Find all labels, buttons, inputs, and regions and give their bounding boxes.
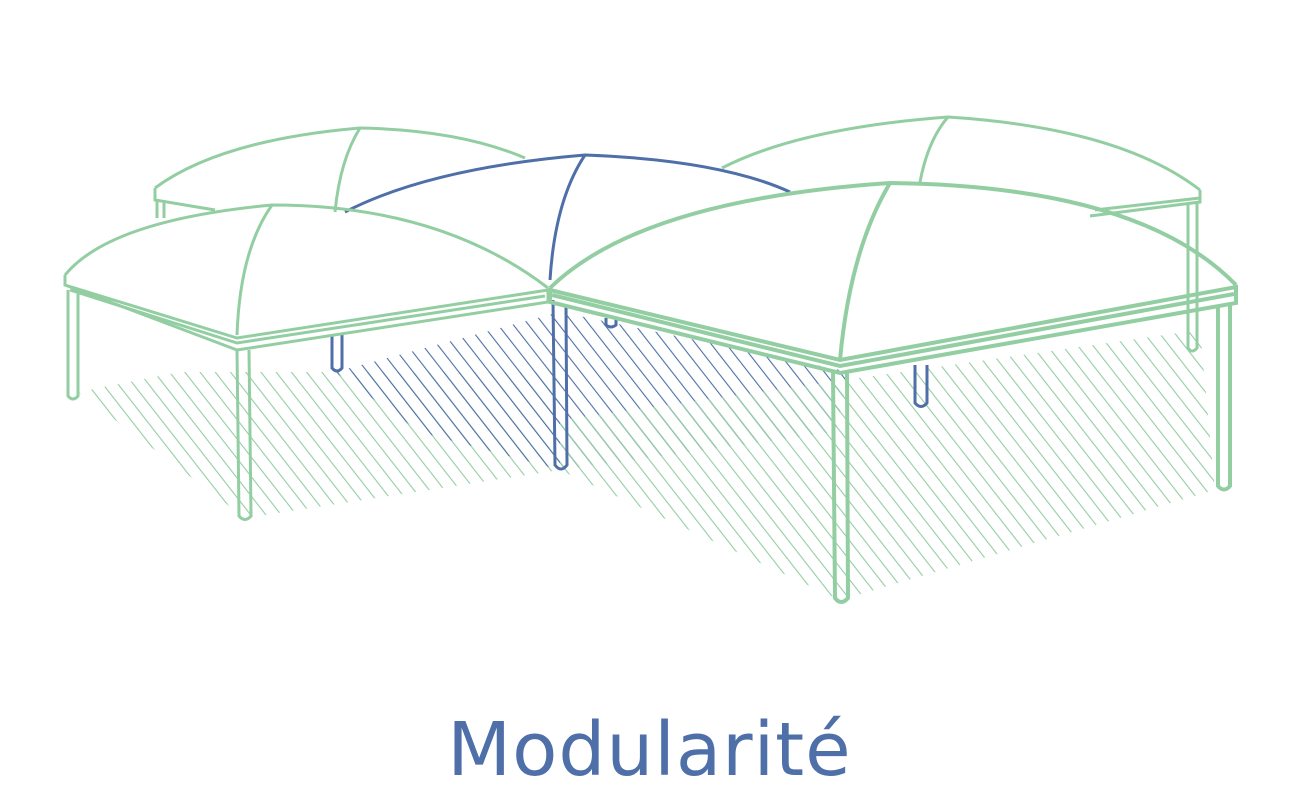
canopy-front-right-leg-front [831,372,851,604]
canopy-back-right-ridge [918,116,950,183]
canopy-center-module [330,153,929,471]
canopy-center-roof [344,153,791,214]
canopy-front-right-ridge [838,181,892,361]
ground-shadow [78,312,1215,600]
canopy-front-left-fascia-inner [69,288,546,345]
canopy-center-leg [551,299,569,471]
canopy-center-leg-back-left [330,335,344,373]
canopy-back-left-edge [153,188,216,212]
canopy-center-leg-back [604,318,618,329]
canopy-back-left [153,126,526,218]
canopy-front-left-roof [63,203,549,290]
shadow-right [560,330,1215,600]
canopy-front-right [548,180,1238,604]
canopy-front-left [63,203,550,521]
canopy-back-left-ridge [333,127,362,213]
canopy-back-right [721,115,1202,353]
canopy-back-right-roof [721,115,1201,192]
canopy-center-leg-back-right [913,365,929,408]
canopy-front-right-roof [548,180,1238,290]
caption-title: Modularité [447,707,852,793]
canopy-back-right-edge-2 [1094,196,1201,212]
canopy-front-left-leg-left [66,290,80,401]
canopy-back-right-edge [1089,190,1202,218]
canopy-center-ridge [548,154,587,281]
canopy-front-right-fascia-inner [551,292,1235,369]
canopy-front-left-leg-front [235,349,253,521]
modular-canopy-illustration [63,115,1238,604]
canopy-front-left-ridge [235,204,274,336]
canopy-back-right-leg [1186,202,1199,353]
canopy-front-right-leg-right [1216,303,1232,492]
canopy-front-right-fascia [548,284,1238,376]
